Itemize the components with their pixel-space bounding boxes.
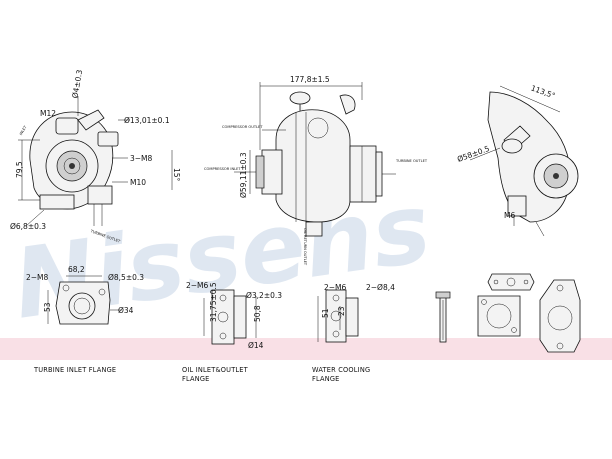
note-compressor-outlet: COMPRESSOR OUTLET [222,125,263,129]
dim-m8: 3−M8 [130,154,153,163]
dim-2m6-oil: 2−M6 [186,281,209,290]
center-view: 177,8±1.5 Ø59,11±0.3 COMPRESSOR OUTLET C… [204,75,428,266]
dim-d32: Ø3,2±0.3 [246,291,282,300]
dim-d4: Ø4±0.3 [70,69,84,99]
dim-51: 51 [321,308,330,318]
pink-band [0,338,612,360]
note-oil-return: OIL RETURN OUTLET [303,228,307,266]
dim-23: 23 [337,306,346,316]
caption-water-line1: WATER COOLING [312,366,370,374]
dim-2m8: 2−M8 [26,273,49,282]
dim-d58: Ø58±0.5 [456,144,491,164]
note-compressor-inlet: COMPRESSOR INLET [204,167,241,171]
water-cooling-flange: 2−M6 2−Ø8,4 51 23 [317,283,395,343]
caption-water-line2: FLANGE [312,375,340,383]
dim-795: 79,5 [15,161,24,178]
dim-m12: M12 [40,109,56,118]
caption-oil-line2: FLANGE [182,375,210,383]
dim-m6-right: M6 [504,211,515,220]
dim-15deg: 15° [172,168,181,182]
dim-d85: Ø8,5±0.3 [108,273,144,282]
right-view: 113,5° Ø58±0.5 M6 [456,83,579,237]
dim-d13: Ø13,01±0.1 [124,116,170,125]
note-turbine-outlet-center: TURBINE OUTLET [395,159,428,163]
dim-d14: Ø14 [248,341,264,350]
dim-d34: Ø34 [118,306,134,315]
dim-508: 50,8 [253,305,262,322]
caption-turbine-inlet-flange: TURBINE INLET FLANGE [33,366,116,374]
dim-682: 68,2 [68,265,85,274]
dim-3175: 31,75±0.5 [209,282,218,322]
dim-177: 177,8±1.5 [290,75,330,84]
dim-2m6-water: 2−M6 [324,283,347,292]
gaskets-group [435,273,581,353]
dim-m10: M10 [130,178,146,187]
oil-inlet-outlet-flange: 2−M6 Ø3,2±0.3 31,75±0.5 50,8 Ø14 [186,281,282,350]
dim-2d84: 2−Ø8,4 [366,283,395,292]
turbine-inlet-flange: 2−M8 68,2 Ø8,5±0.3 53 Ø34 [26,265,144,325]
dim-d59: Ø59,11±0.3 [239,152,248,198]
dim-53: 53 [43,302,52,312]
dim-113: 113,5° [530,83,557,100]
caption-oil-line1: OIL INLET&OUTLET [182,366,249,374]
dim-d68: Ø6,8±0.3 [10,222,46,231]
note-inlet: INLET [19,124,28,136]
